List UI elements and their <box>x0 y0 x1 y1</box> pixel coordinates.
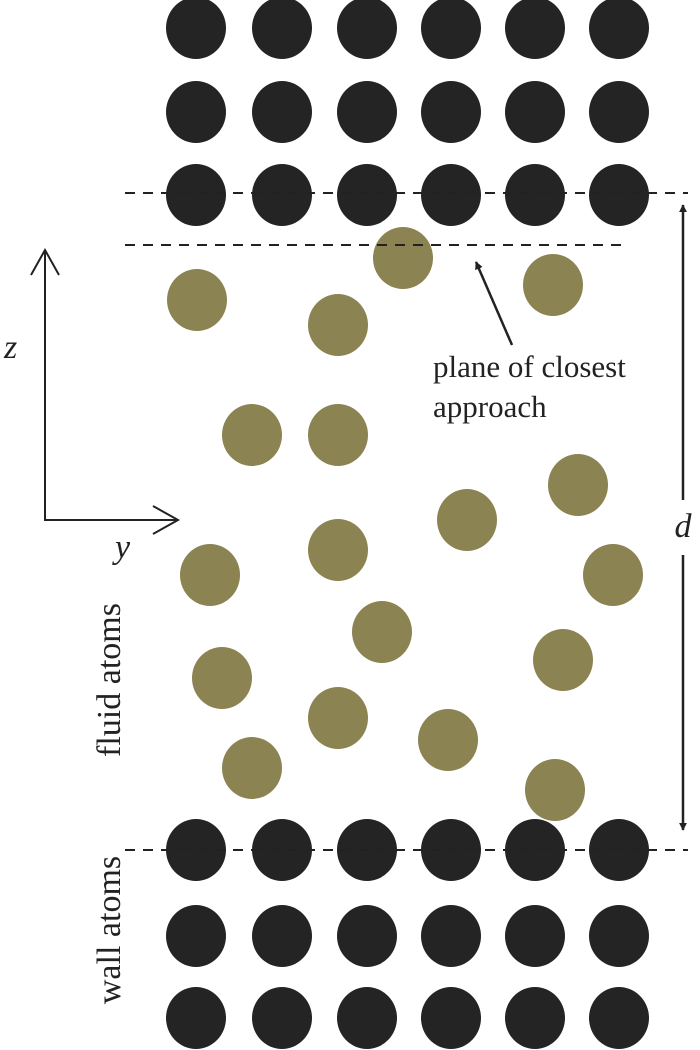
wall-atoms-label: wall atoms <box>91 856 128 1004</box>
plane-pointer-arrow <box>474 261 514 346</box>
wall-atom <box>589 81 649 143</box>
wall-atom <box>505 987 565 1049</box>
fluid-atom <box>533 629 593 691</box>
wall-atom <box>505 164 565 226</box>
distance-label: d <box>675 508 693 545</box>
wall-atom <box>589 987 649 1049</box>
wall-atom <box>589 0 649 59</box>
wall-atom <box>252 905 312 967</box>
fluid-atom <box>222 404 282 466</box>
wall-atom <box>337 164 397 226</box>
fluid-atom <box>192 647 252 709</box>
fluid-atom <box>308 519 368 581</box>
wall-atom <box>337 81 397 143</box>
wall-atom <box>421 905 481 967</box>
z-axis-arrowhead <box>30 247 60 276</box>
wall-atom <box>166 164 226 226</box>
wall-atom <box>252 819 312 881</box>
wall-atom <box>166 81 226 143</box>
wall-atom <box>505 905 565 967</box>
fluid-atom <box>373 227 433 289</box>
wall-atom <box>505 81 565 143</box>
wall-atom <box>337 987 397 1049</box>
fluid-atom <box>308 404 368 466</box>
fluid-atom <box>308 294 368 356</box>
fluid-atom <box>523 254 583 316</box>
wall-atom <box>166 987 226 1049</box>
fluid-atom <box>548 454 608 516</box>
wall-atom <box>421 987 481 1049</box>
fluid-atom <box>525 759 585 821</box>
wall-atoms <box>166 0 649 1049</box>
fluid-atom <box>437 489 497 551</box>
wall-atom <box>166 905 226 967</box>
wall-atom <box>252 81 312 143</box>
wall-atom <box>252 987 312 1049</box>
wall-atom <box>421 81 481 143</box>
wall-atom <box>589 164 649 226</box>
wall-atom <box>589 905 649 967</box>
fluid-atom <box>583 544 643 606</box>
wall-atom <box>337 0 397 59</box>
fluid-atom <box>352 601 412 663</box>
wall-atom <box>505 0 565 59</box>
z-axis-label: z <box>3 329 17 366</box>
fluid-atom <box>308 687 368 749</box>
wall-atom <box>166 0 226 59</box>
fluid-atoms-label: fluid atoms <box>91 603 128 757</box>
plane-label-line2: approach <box>433 389 547 424</box>
wall-atom <box>421 0 481 59</box>
wall-atom <box>166 819 226 881</box>
y-axis-arrowhead <box>152 505 181 535</box>
wall-atom <box>505 819 565 881</box>
wall-atom <box>252 164 312 226</box>
plane-label-line1: plane of closest <box>433 349 626 384</box>
fluid-atom <box>167 269 227 331</box>
fluid-atom <box>222 737 282 799</box>
fluid-atoms <box>167 227 643 821</box>
y-axis-label: y <box>112 529 131 566</box>
fluid-atom <box>180 544 240 606</box>
wall-atom <box>252 0 312 59</box>
wall-atom <box>337 905 397 967</box>
wall-atom <box>421 164 481 226</box>
fluid-atom <box>418 709 478 771</box>
